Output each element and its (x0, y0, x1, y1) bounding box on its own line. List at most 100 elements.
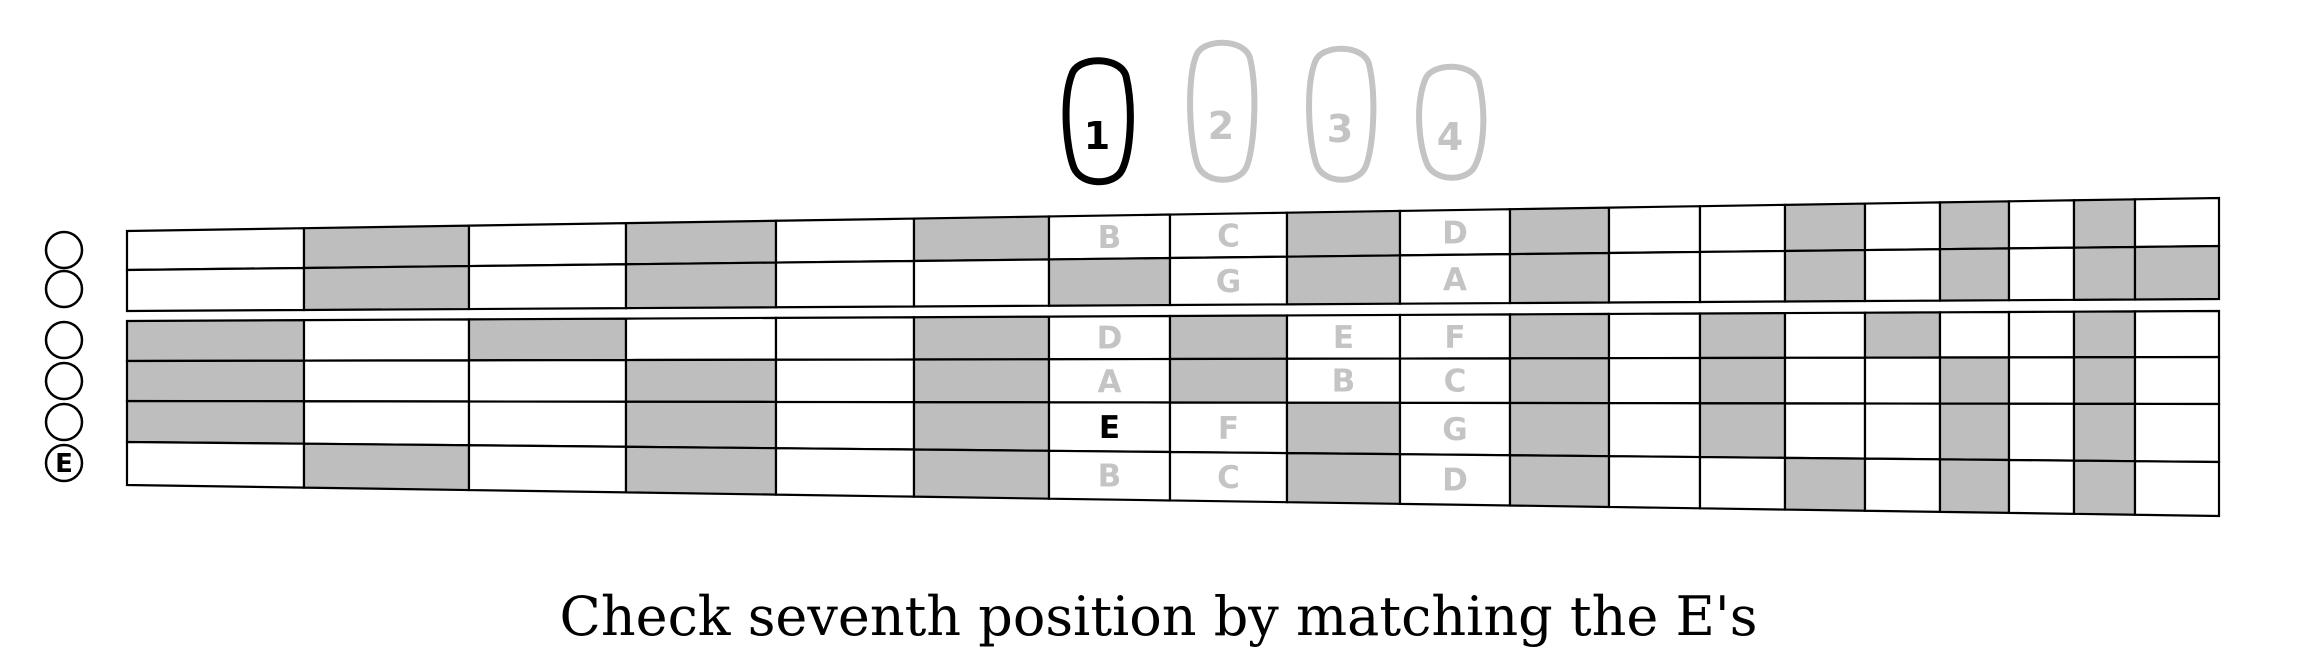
lower-fret-cell (1285, 401, 1402, 456)
lower-fret-cell (1698, 356, 1787, 405)
upper-fret-cell (467, 263, 628, 311)
lower-fret-cell (1863, 311, 1942, 359)
lower-fret-cell (1783, 456, 1867, 512)
upper-fret-cell (2072, 198, 2137, 249)
lower-fret-cell (302, 318, 471, 362)
lower-fret-cell (302, 400, 471, 447)
lower-fret-cell (912, 401, 1051, 452)
finger-2-outline (1187, 39, 1258, 183)
lower-fret-cell (2133, 309, 2221, 359)
lower-fret-cell (1607, 402, 1702, 459)
lower-fret-cell (2007, 458, 2076, 515)
lower-fret-cell (912, 315, 1051, 361)
note-label: F (1218, 411, 1239, 447)
finger-4-outline (1416, 63, 1487, 181)
upper-fret-cell (1783, 202, 1867, 253)
lower-fret-cell (1938, 356, 2011, 405)
lower-fret-cell (2133, 460, 2221, 518)
lower-fret-cell (1863, 356, 1942, 405)
lower-fret-cell (125, 440, 306, 489)
fretboard-grid (125, 196, 2221, 518)
lower-fret-cell (467, 358, 628, 403)
note-label: B (1098, 220, 1122, 256)
lower-fret-cell (2133, 355, 2221, 406)
upper-fret-cell (912, 215, 1051, 263)
note-label: F (1444, 320, 1465, 356)
lower-fret-cell (1938, 402, 2011, 462)
lower-fret-cell (912, 358, 1051, 404)
open-string-circle (44, 402, 84, 442)
note-label: B (1332, 364, 1356, 400)
upper-fret-cell (1508, 251, 1611, 305)
upper-fret-cell (1863, 201, 1942, 252)
lower-fret-cell (2072, 356, 2137, 405)
note-label: D (1097, 321, 1123, 357)
upper-fret-cell (302, 264, 471, 312)
open-string-circle (44, 320, 84, 360)
lower-fret-cell (1698, 402, 1787, 459)
upper-fret-cell (624, 219, 778, 266)
open-string-circle (44, 230, 84, 270)
upper-fret-cell (125, 266, 306, 313)
upper-fret-cell (1607, 205, 1702, 255)
note-label: A (1098, 364, 1122, 400)
lower-fret-cell (1783, 402, 1867, 460)
upper-fret-cell (1047, 256, 1172, 307)
upper-fret-cell (1607, 250, 1702, 304)
lower-fret-cell (1285, 451, 1402, 505)
note-label: B (1098, 458, 1122, 494)
finger-1-number: 1 (1084, 114, 1110, 158)
lower-fret-cell (624, 400, 778, 450)
lower-fret-cell (1607, 356, 1702, 405)
lower-fret-cell (467, 400, 628, 448)
lower-fret-cell (1783, 311, 1867, 359)
lower-fret-cell (2007, 356, 2076, 405)
lower-fret-cell (2007, 402, 2076, 462)
open-string-circle (44, 361, 84, 401)
upper-fret-cell (2072, 245, 2137, 301)
upper-fret-cell (2007, 199, 2076, 250)
lower-fret-cell (1863, 402, 1942, 461)
upper-fret-cell (774, 259, 916, 309)
lower-fret-cell (624, 358, 778, 404)
lower-fret-cell (774, 358, 916, 404)
lower-fret-cell (1607, 312, 1702, 360)
upper-fret-cell (624, 261, 778, 310)
lower-fret-cell (302, 442, 471, 492)
note-label: D (1442, 215, 1468, 251)
lower-fret-cell (302, 359, 471, 403)
open-string-circle (44, 443, 84, 483)
upper-fret-cell (1783, 248, 1867, 303)
lower-fret-cell (624, 445, 778, 496)
note-label: E (1333, 320, 1354, 356)
upper-fret-cell (1285, 254, 1402, 306)
upper-fret-cell (1698, 249, 1787, 304)
upper-fret-cell (1698, 203, 1787, 254)
upper-fret-cell (774, 217, 916, 264)
finger-1-outline (1062, 57, 1134, 186)
lower-fret-cell (1938, 310, 2011, 359)
lower-fret-cell (912, 448, 1051, 500)
lower-fret-cell (1508, 357, 1611, 405)
lower-fret-cell (2007, 310, 2076, 359)
lower-fret-cell (467, 317, 628, 362)
lower-fret-cell (125, 399, 306, 445)
note-label: D (1442, 463, 1468, 499)
lower-fret-cell (624, 316, 778, 362)
lower-fret-cell (2072, 402, 2137, 463)
lower-fret-cell (2072, 310, 2137, 359)
upper-fret-cell (1938, 200, 2011, 251)
finger-3-number: 3 (1327, 107, 1353, 151)
lower-fret-cell (2133, 402, 2221, 464)
note-label: G (1442, 412, 1467, 448)
lower-fret-cell (125, 319, 306, 363)
open-string-circle (44, 269, 84, 309)
upper-fret-cell (302, 224, 471, 270)
upper-fret-cell (2007, 246, 2076, 302)
caption: Check seventh position by matching the E… (559, 585, 1758, 648)
lower-fret-cell (1783, 356, 1867, 405)
lower-fret-cell (1508, 312, 1611, 360)
upper-fret-cell (467, 222, 628, 268)
